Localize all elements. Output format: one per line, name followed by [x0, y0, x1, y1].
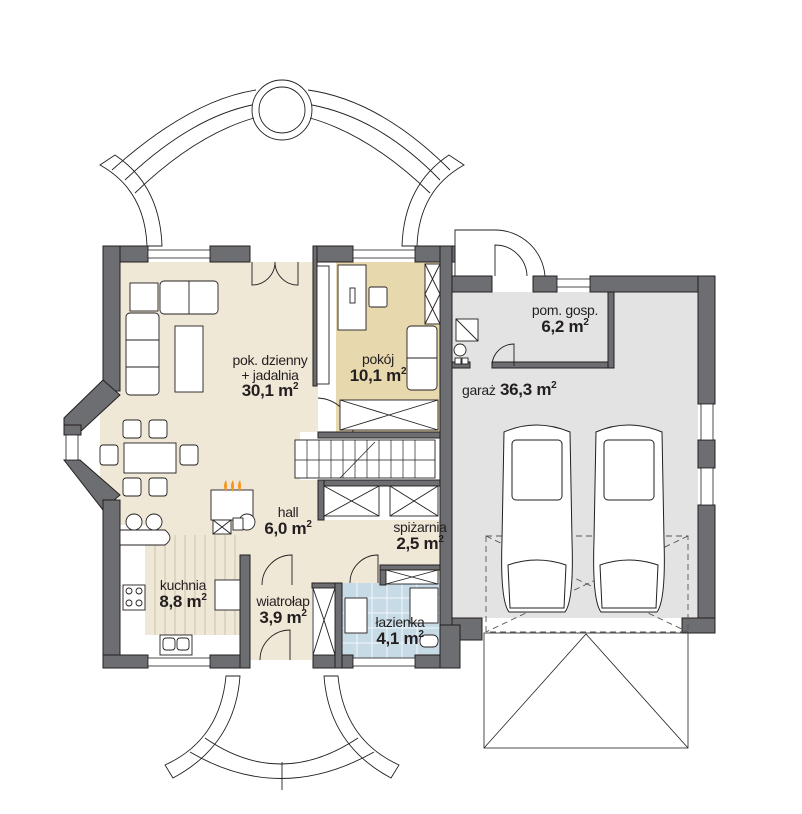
room-name: kuchnia — [159, 577, 207, 593]
walls — [62, 245, 716, 669]
room-name: łazienka — [375, 614, 425, 630]
room-label-garage: garaż 36,3 m2 — [462, 380, 557, 400]
driveway — [483, 632, 689, 749]
room-label-pantry: spiżarnia 2,5 m2 — [385, 520, 455, 553]
room-label-room: pokój 10,1 m2 — [338, 352, 418, 385]
room-label-living: pok. dzienny + jadalnia 30,1 m2 — [215, 353, 325, 400]
room-name: pom. gosp. — [531, 302, 599, 318]
room-label-vestibule: wiatrołap 3,9 m2 — [243, 594, 323, 627]
room-area: 10,1 m2 — [349, 365, 407, 385]
room-name: pok. dzienny — [232, 352, 308, 368]
windows — [65, 249, 714, 667]
room-label-kitchen: kuchnia 8,8 m2 — [148, 578, 218, 611]
room-label-hall: hall 6,0 m2 — [258, 505, 318, 538]
room-label-utility: pom. gosp. 6,2 m2 — [520, 303, 610, 336]
room-name: hall — [277, 504, 299, 520]
vestibule-floor — [250, 585, 312, 660]
living-floor — [100, 262, 380, 660]
garage-door-dashed — [485, 535, 689, 633]
room-area: 8,8 m2 — [159, 591, 207, 611]
cars — [501, 424, 665, 613]
room-area: 30,1 m2 — [241, 381, 299, 401]
room-area: 6,0 m2 — [264, 518, 312, 538]
room-name: garaż — [462, 382, 496, 398]
room-label-bathroom: łazienka 4,1 m2 — [365, 615, 435, 648]
room-name: pokój — [362, 351, 394, 367]
room-area: 3,9 m2 — [259, 607, 307, 627]
room-area: 36,3 m2 — [499, 380, 557, 399]
room-area: 4,1 m2 — [376, 628, 424, 648]
pergola-top — [99, 79, 465, 247]
room-name-line2: + jadalnia — [241, 366, 299, 383]
furniture — [99, 263, 479, 656]
room-name: spiżarnia — [393, 519, 447, 535]
room-area: 2,5 m2 — [396, 533, 444, 553]
fireplace-flame-icon — [224, 480, 241, 492]
pergola-bottom — [164, 675, 400, 790]
room-area: 6,2 m2 — [541, 316, 589, 336]
room-name: wiatrołap — [256, 593, 310, 609]
doors — [251, 229, 546, 661]
